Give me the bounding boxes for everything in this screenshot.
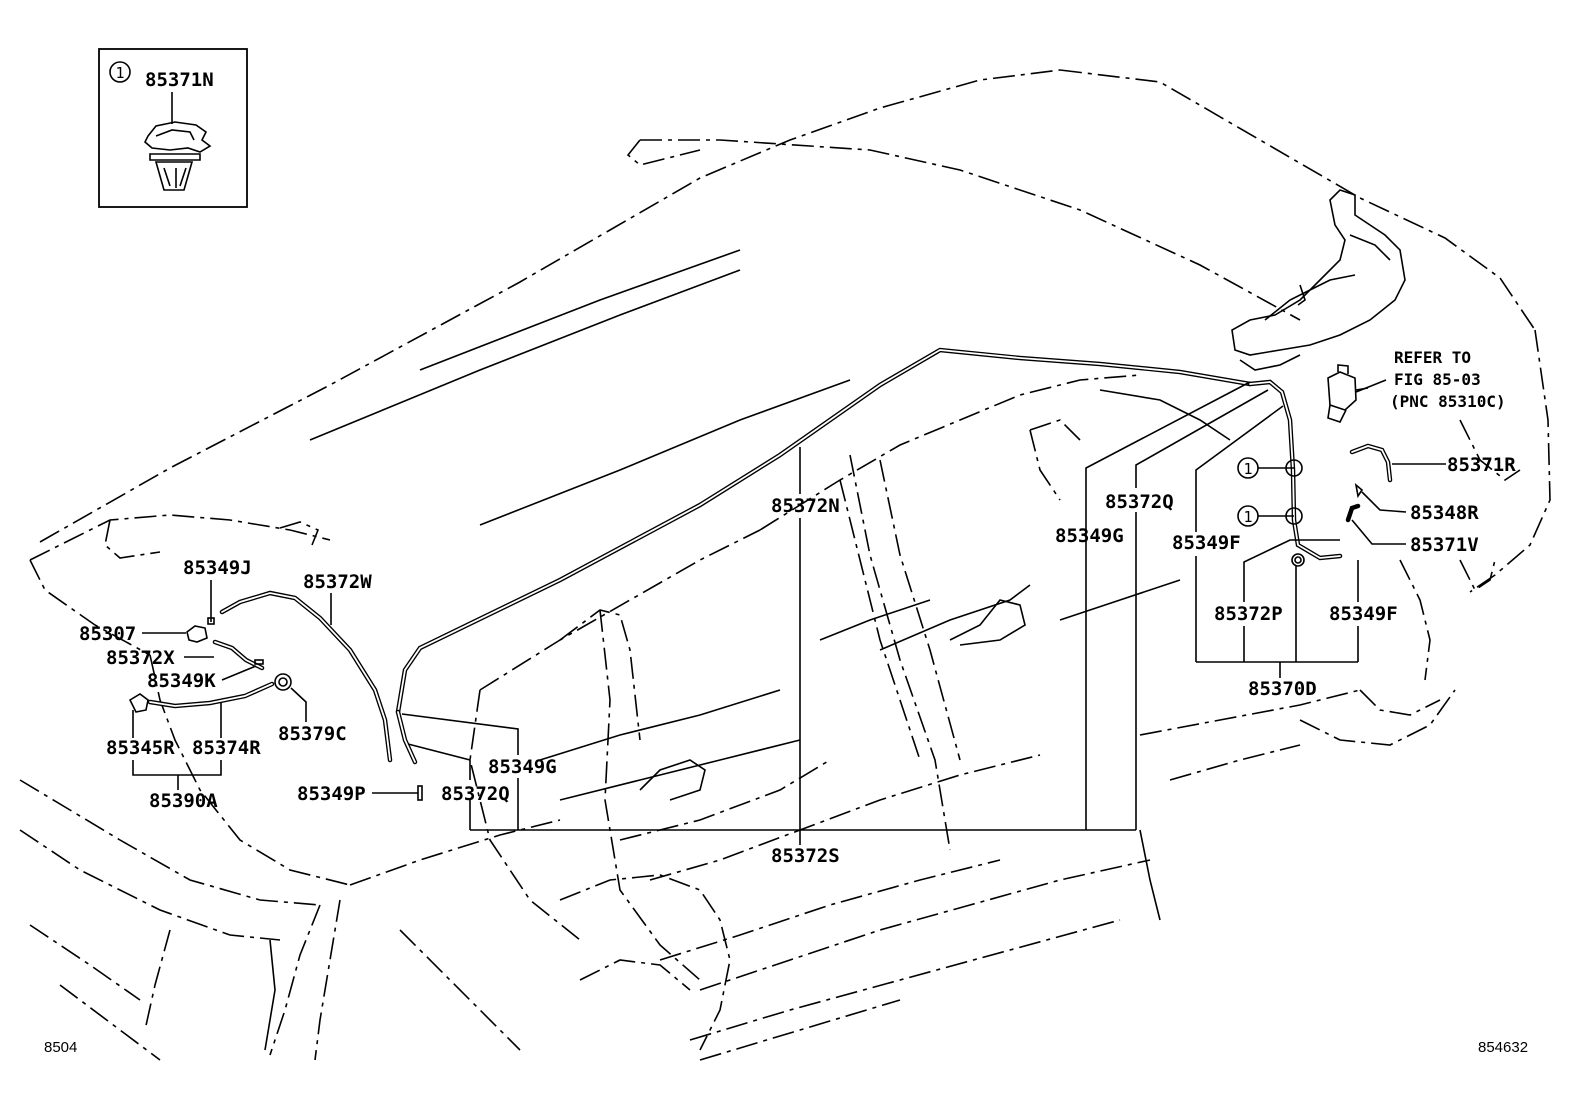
hose-callouts: 1 1	[1237, 457, 1303, 527]
part-label-85370D: 85370D	[1248, 678, 1317, 700]
figure-code-right: 854632	[1478, 1039, 1528, 1056]
inset-callout-number: 1	[115, 64, 124, 82]
body-lines	[264, 249, 1231, 1051]
washer-hoses	[147, 347, 1393, 765]
part-label-85371R: 85371R	[1447, 454, 1516, 476]
part-label-85374R: 85374R	[192, 737, 261, 759]
part-label-85372P: 85372P	[1214, 603, 1283, 625]
part-label-85372Q-front: 85372Q	[441, 783, 510, 805]
refer-note-line2: FIG 85-03	[1394, 370, 1481, 389]
inset-callout-circle	[109, 61, 131, 83]
part-label-85349F-right: 85349F	[1329, 603, 1398, 625]
part-label-85372Q-rear: 85372Q	[1105, 491, 1174, 513]
callout-number: 1	[1243, 460, 1252, 478]
part-label-85372S: 85372S	[771, 845, 840, 867]
part-label-85349P: 85349P	[297, 783, 366, 805]
refer-note: REFER TO FIG 85-03 (PNC 85310C)	[1390, 348, 1506, 411]
inset-box: 1 85371N	[98, 48, 248, 208]
inset-part-label: 85371N	[145, 69, 214, 91]
rear-washer-tank	[1231, 189, 1406, 371]
part-labels: 85349J 85372W 85307 85372X 85349K 85345R…	[79, 454, 1516, 867]
part-label-85349F-left: 85349F	[1172, 532, 1241, 554]
part-label-85379C: 85379C	[278, 723, 347, 745]
part-label-85371V: 85371V	[1410, 534, 1479, 556]
part-label-85372W: 85372W	[303, 571, 372, 593]
part-label-85349G-rear: 85349G	[1055, 525, 1124, 547]
callout-number: 1	[1243, 508, 1252, 526]
washer-pump	[1327, 364, 1369, 423]
part-label-85345R: 85345R	[106, 737, 175, 759]
refer-note-line3: (PNC 85310C)	[1390, 392, 1506, 411]
vehicle-outline	[19, 69, 1551, 1061]
part-label-85372X: 85372X	[106, 647, 175, 669]
part-label-85349J: 85349J	[183, 557, 252, 579]
part-label-85349G-front: 85349G	[488, 756, 557, 778]
part-label-85372N: 85372N	[771, 495, 840, 517]
part-label-85348R: 85348R	[1410, 502, 1479, 524]
part-label-85349K: 85349K	[147, 670, 216, 692]
leader-lines	[132, 379, 1446, 845]
refer-note-line1: REFER TO	[1394, 348, 1471, 367]
clip-icon	[144, 121, 212, 191]
part-label-85390A: 85390A	[149, 790, 218, 812]
figure-code-left: 8504	[44, 1039, 77, 1056]
part-label-85307: 85307	[79, 623, 136, 645]
